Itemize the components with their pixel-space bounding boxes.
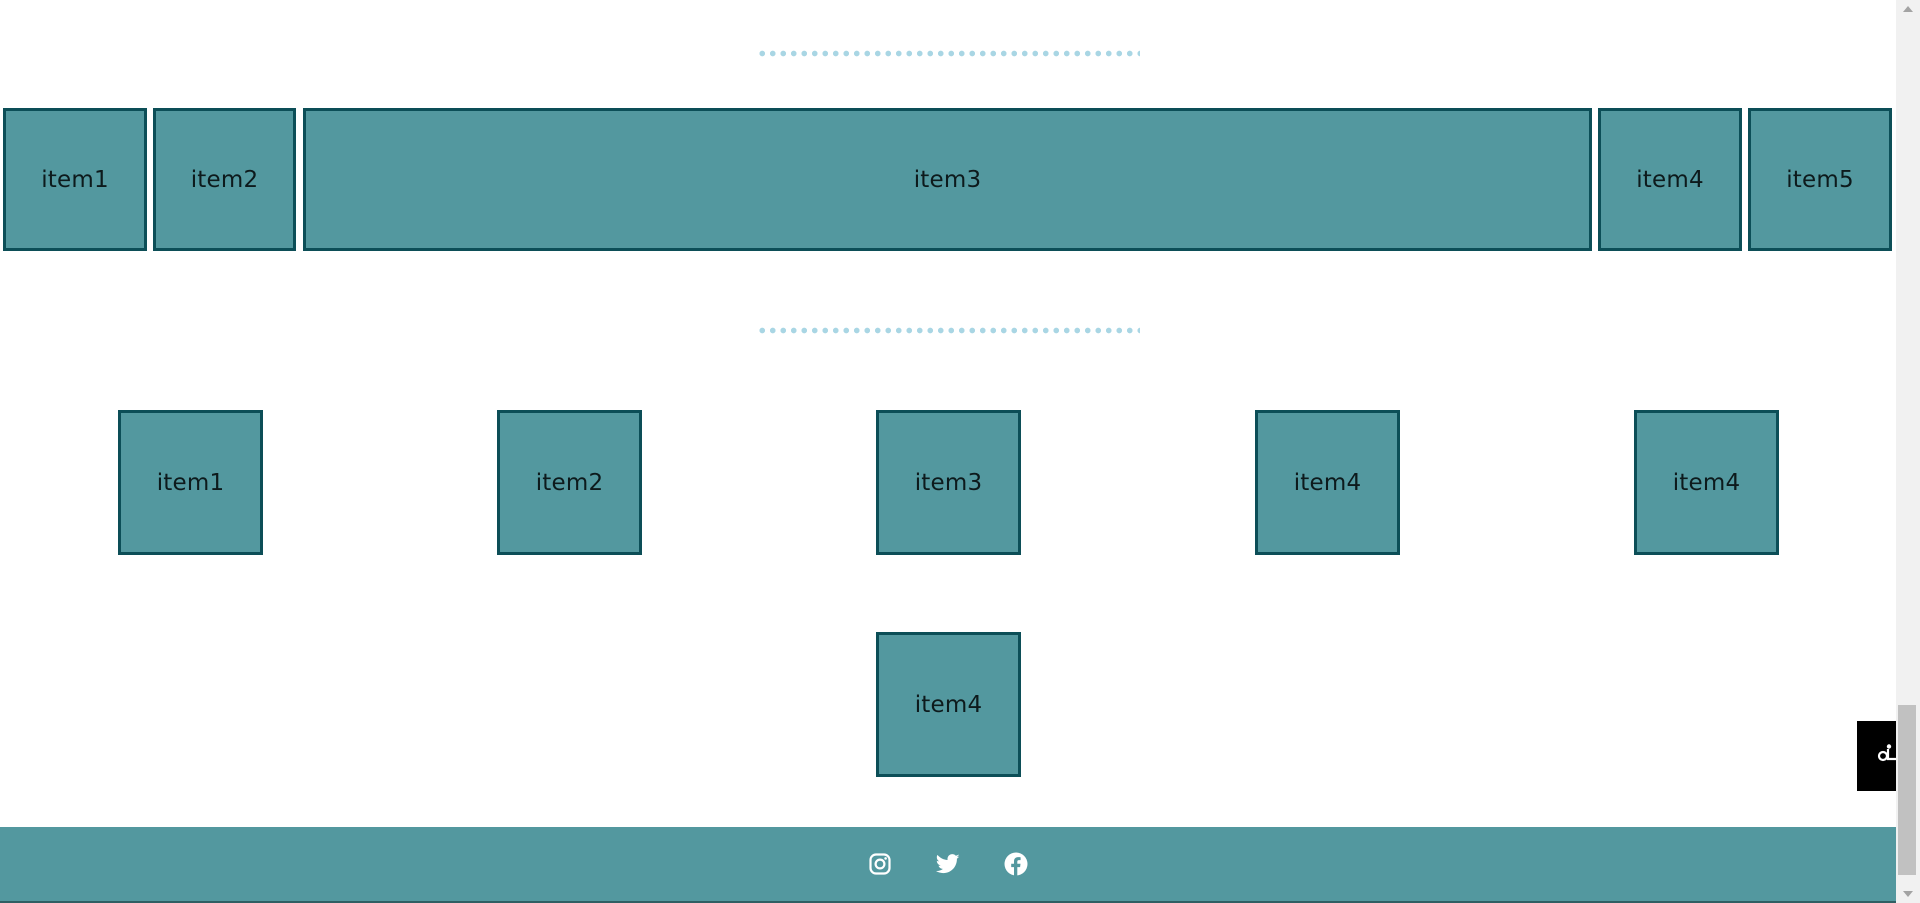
flex-item-label: item1 xyxy=(41,166,109,193)
spaced-item-label: item4 xyxy=(1672,469,1741,496)
spaced-item-2: item2 xyxy=(497,410,642,555)
spaced-item-1: item1 xyxy=(118,410,263,555)
spaced-item-5: item4 xyxy=(1634,410,1779,555)
scroll-up-arrow-icon[interactable] xyxy=(1903,6,1913,12)
flex-item-5: item5 xyxy=(1748,108,1892,251)
dotted-divider xyxy=(757,327,1140,334)
spaced-item-label: item2 xyxy=(535,469,604,496)
accessibility-icon xyxy=(1877,744,1896,762)
spaced-item-label: item3 xyxy=(914,469,983,496)
flex-item-label: item4 xyxy=(1636,166,1704,193)
scroll-down-arrow-icon[interactable] xyxy=(1903,891,1913,897)
flex-item-label: item3 xyxy=(913,166,982,193)
flex-item-4: item4 xyxy=(1598,108,1742,251)
flex-item-label: item2 xyxy=(190,166,259,193)
spaced-item-3: item3 xyxy=(876,410,1021,555)
instagram-icon[interactable] xyxy=(868,852,892,876)
twitter-icon[interactable] xyxy=(936,852,960,876)
wrapped-item: item4 xyxy=(876,632,1021,777)
flex-item-2: item2 xyxy=(153,108,296,251)
dotted-divider xyxy=(757,50,1140,57)
vertical-scrollbar[interactable] xyxy=(1896,0,1920,903)
spaced-item-4: item4 xyxy=(1255,410,1400,555)
spaced-item-label: item1 xyxy=(156,469,225,496)
footer xyxy=(0,827,1896,903)
flex-item-1: item1 xyxy=(3,108,147,251)
accessibility-widget-button[interactable] xyxy=(1857,721,1896,791)
flex-item-label: item5 xyxy=(1786,166,1854,193)
scrollbar-thumb[interactable] xyxy=(1898,705,1916,875)
facebook-icon[interactable] xyxy=(1004,852,1028,876)
flex-item-3: item3 xyxy=(303,108,1592,251)
spaced-item-label: item4 xyxy=(1293,469,1362,496)
wrapped-item-label: item4 xyxy=(914,691,983,718)
